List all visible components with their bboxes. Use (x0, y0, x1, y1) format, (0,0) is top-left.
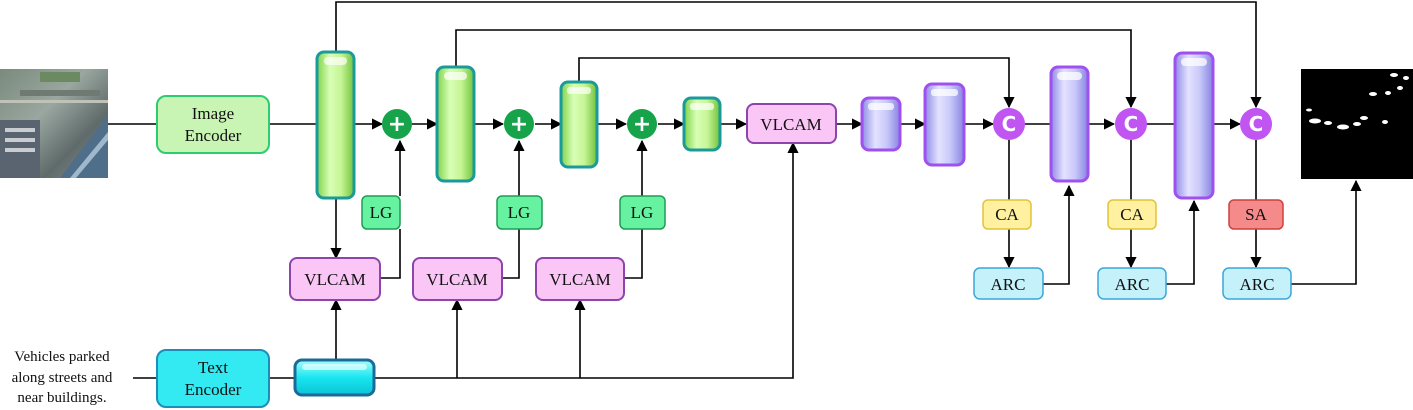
add-node-1: + (382, 109, 412, 139)
add-node-2: + (504, 109, 534, 139)
decoder-feature-map-2 (923, 82, 966, 167)
vlcam-block-3: VLCAM (535, 257, 625, 301)
skip-f1-to-concat3 (335, 1, 1262, 109)
line-arc1-to-d3 (1043, 184, 1075, 285)
vlcam-label: VLCAM (304, 270, 365, 289)
image-encoder-label-line1: Image (192, 104, 234, 123)
arc-label: ARC (1115, 275, 1150, 294)
image-encoder-block: Image Encoder (156, 95, 270, 154)
line-vlcam2-to-lg2 (502, 229, 520, 279)
encoder-feature-map-2 (435, 65, 476, 183)
line-text-to-vlcam-main (374, 141, 799, 379)
arc-block-3: ARC (1222, 267, 1292, 300)
lg-block-2: LG (496, 195, 543, 230)
lg-block-3: LG (619, 195, 666, 230)
arc-block-2: ARC (1097, 267, 1167, 300)
decoder-feature-map-3 (1049, 65, 1090, 183)
arc-label: ARC (1240, 275, 1275, 294)
ca-label: CA (995, 205, 1019, 224)
concat-node-2: C (1115, 108, 1147, 140)
text-encoder-label-line1: Text (198, 358, 228, 377)
concat-symbol: C (1124, 112, 1139, 136)
input-caption-line2: along streets and (12, 370, 113, 386)
lg-block-1: LG (361, 195, 401, 230)
line-arc3-to-output (1291, 179, 1362, 285)
text-encoder-block: Text Encoder (156, 349, 270, 408)
input-caption-line1: Vehicles parked (14, 349, 110, 365)
concat-symbol: C (1249, 112, 1264, 136)
vlcam-label: VLCAM (426, 270, 487, 289)
ca-label: CA (1120, 205, 1144, 224)
input-caption: Vehicles parked along streets and near b… (12, 349, 113, 406)
vlcam-label: VLCAM (760, 115, 821, 134)
line-arc2-to-d4 (1166, 199, 1200, 285)
encoder-feature-map-3 (559, 80, 599, 169)
vlcam-block-1: VLCAM (289, 257, 381, 301)
lg-label: LG (370, 203, 393, 222)
skip-f3-to-concat1 (578, 57, 1015, 109)
sa-block: SA (1228, 199, 1284, 230)
output-mask (1301, 69, 1413, 179)
concat-symbol: C (1002, 112, 1017, 136)
vlcam-block-main: VLCAM (746, 103, 837, 144)
sa-label: SA (1245, 205, 1267, 224)
ca-block-1: CA (982, 199, 1032, 230)
decoder-feature-map-1 (860, 96, 902, 152)
concat-node-1: C (993, 108, 1025, 140)
input-image (0, 69, 108, 178)
decoder-feature-map-4 (1173, 51, 1215, 200)
image-encoder-label-line2: Encoder (185, 126, 242, 145)
connectors (108, 1, 1362, 379)
arc-label: ARC (991, 275, 1026, 294)
text-feature-map (293, 358, 376, 397)
encoder-feature-map-1 (315, 50, 356, 200)
text-encoder-label-line2: Encoder (185, 380, 242, 399)
add-symbol: + (388, 112, 406, 137)
concat-node-3: C (1240, 108, 1272, 140)
line-vlcam1-to-lg1 (380, 229, 401, 279)
encoder-feature-map-4 (682, 96, 722, 152)
vlcam-label: VLCAM (549, 270, 610, 289)
ca-block-2: CA (1107, 199, 1157, 230)
lg-label: LG (508, 203, 531, 222)
add-symbol: + (633, 112, 651, 137)
add-symbol: + (510, 112, 528, 137)
lg-label: LG (631, 203, 654, 222)
arc-block-1: ARC (973, 267, 1044, 300)
vlcam-block-2: VLCAM (412, 257, 503, 301)
line-vlcam3-to-lg3 (624, 229, 643, 279)
skip-f2-to-concat2 (455, 29, 1137, 109)
input-caption-line3: near buildings. (17, 390, 106, 406)
add-node-3: + (627, 109, 657, 139)
